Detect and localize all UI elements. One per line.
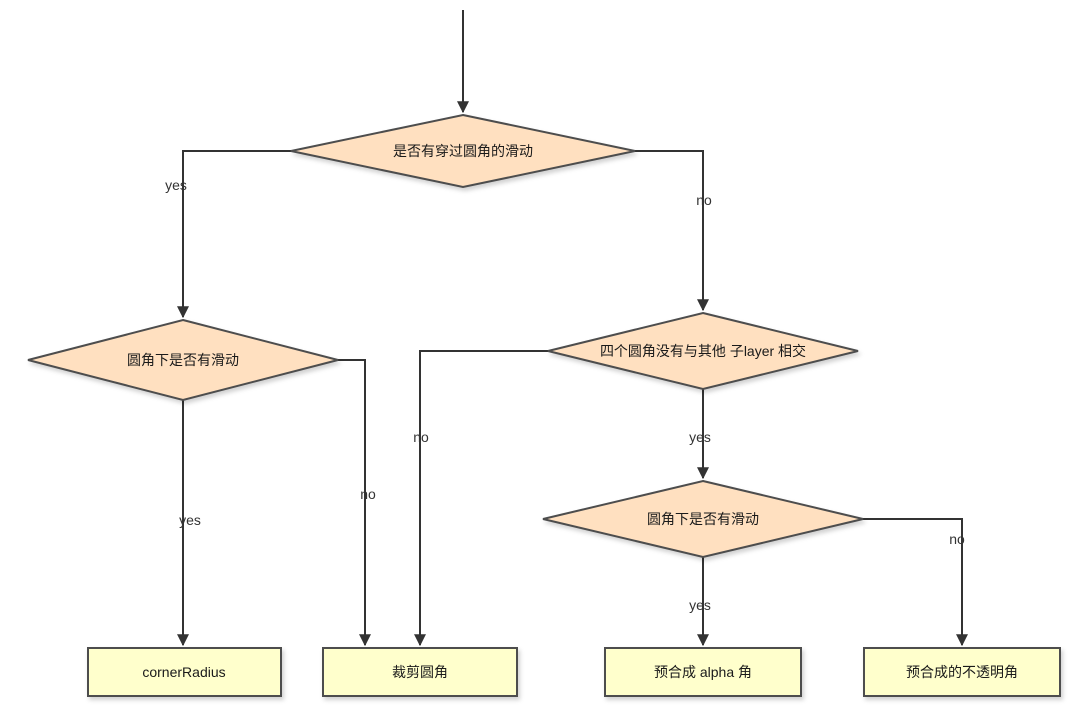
process-precompose-opaque <box>863 647 1061 697</box>
process-precompose-alpha-label: 预合成 alpha 角 <box>654 664 752 680</box>
edge-d1-no <box>635 150 709 312</box>
process-corner-radius-label: cornerRadius <box>142 664 225 680</box>
edge-d1-yes <box>177 150 291 319</box>
edge-d4-no-label: no <box>949 531 965 547</box>
decision-corners-not-intersect-sublayer <box>547 311 859 391</box>
edge-d3-no <box>414 350 548 647</box>
edge-d2-no-label: no <box>360 486 376 502</box>
decision-scroll-under-corner-left-label: 圆角下是否有滑动 <box>127 352 239 368</box>
edge-labels-layer: yes no yes no no yes yes no <box>165 177 965 613</box>
edge-d1-no-label: no <box>696 192 712 208</box>
process-precompose-opaque-label: 预合成的不透明角 <box>906 664 1018 680</box>
edge-d2-yes-label: yes <box>179 512 201 528</box>
edge-d1-yes-label: yes <box>165 177 187 193</box>
node-labels-layer: 是否有穿过圆角的滑动 圆角下是否有滑动 四个圆角没有与其他 子layer 相交 … <box>127 143 1018 680</box>
edge-d2-no <box>338 359 371 647</box>
decision-scroll-under-corner-lower-label: 圆角下是否有滑动 <box>647 511 759 527</box>
decision-scroll-under-corner-left <box>27 318 339 402</box>
decision-scroll-through-corner <box>290 113 636 189</box>
decision-corners-not-intersect-sublayer-label: 四个圆角没有与其他 子layer 相交 <box>600 343 806 359</box>
decision-scroll-through-corner-label: 是否有穿过圆角的滑动 <box>393 143 533 159</box>
edges-layer <box>177 10 968 647</box>
shapes-layer <box>27 113 1061 697</box>
process-precompose-alpha <box>604 647 802 697</box>
process-clip-corner-label: 裁剪圆角 <box>392 664 448 680</box>
process-clip-corner <box>322 647 518 697</box>
edge-d3-no-label: no <box>413 429 429 445</box>
edge-d3-yes-label: yes <box>689 429 711 445</box>
edge-d4-yes-label: yes <box>689 597 711 613</box>
edge-d4-no <box>863 518 968 647</box>
decision-scroll-under-corner-lower <box>542 479 864 559</box>
process-corner-radius <box>87 647 282 697</box>
